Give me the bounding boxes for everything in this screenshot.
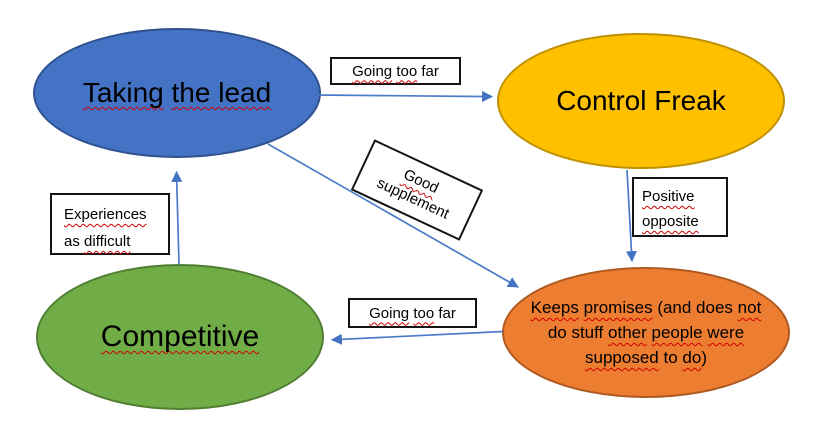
edge-label-good-supplement: Good supplement <box>350 139 484 241</box>
node-keeps-promises-label: Keeps promises (and does not do stuff ot… <box>530 298 762 367</box>
node-keeps-promises: Keeps promises (and does not do stuff ot… <box>502 267 790 398</box>
edge-label-positive-opposite: Positive opposite <box>632 177 728 237</box>
edge-label-going-too-far-top: Going too far <box>330 57 461 85</box>
edge-label-going-too-far-bottom: Going too far <box>348 298 477 328</box>
node-competitive: Competitive <box>36 264 324 410</box>
node-control-freak: Control Freak <box>497 33 785 169</box>
node-taking-the-lead: Taking the lead <box>33 28 321 158</box>
node-control-freak-label: Control Freak <box>556 85 726 116</box>
arrow-competitive-to-taking <box>171 170 183 266</box>
node-competitive-label: Competitive <box>100 320 260 353</box>
arrow-keeps-to-competitive <box>330 330 504 345</box>
arrow-taking-to-control <box>317 90 494 103</box>
edge-label-experiences-as-difficult: Experiences as difficult <box>50 193 170 255</box>
node-taking-the-lead-label: Taking the lead <box>82 77 272 108</box>
